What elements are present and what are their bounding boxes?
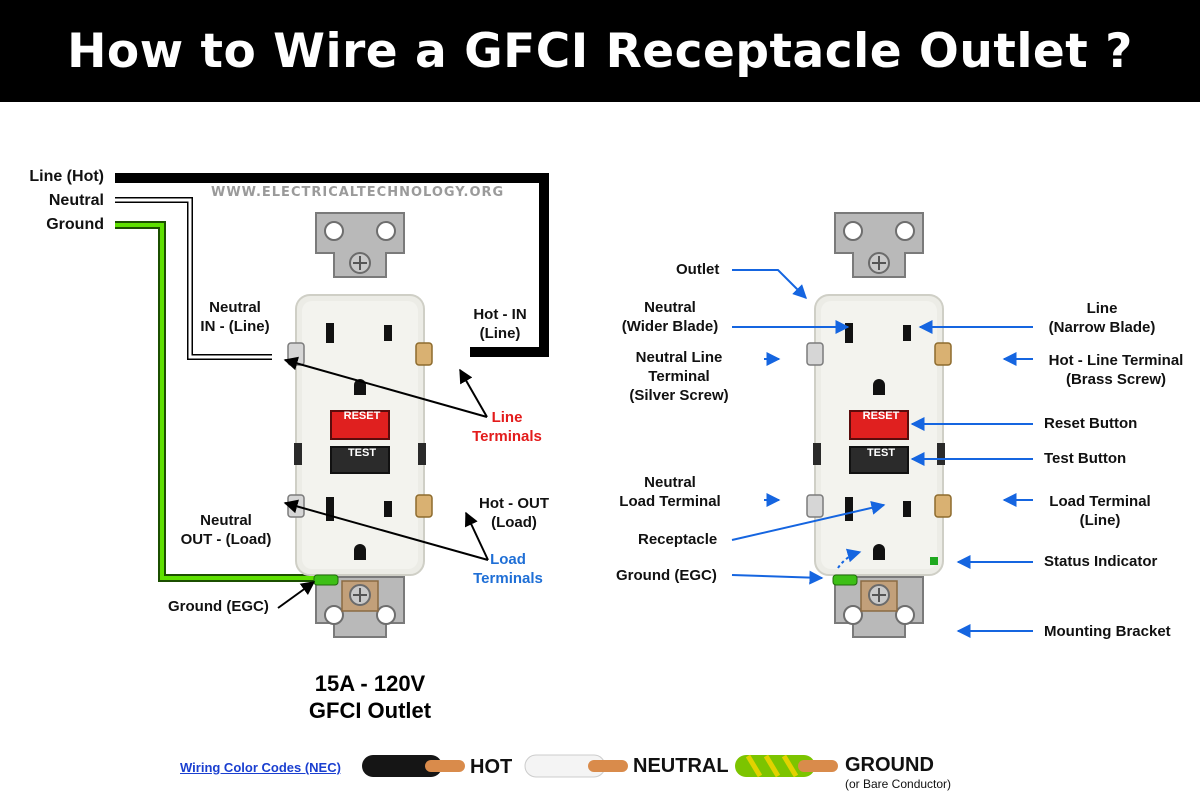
- ground-egc-label-left: Ground (EGC): [168, 598, 269, 615]
- reset-button-label: Reset Button: [1044, 415, 1138, 432]
- reset-label-right: RESET: [862, 410, 900, 422]
- load-terminal-label: Load Terminal(Line): [1049, 493, 1151, 529]
- neutral-blade-label: Neutral(Wider Blade): [621, 299, 719, 335]
- hot-line-terminal-label: Hot - Line Terminal(Brass Screw): [1048, 352, 1184, 388]
- wiring-diagram: [115, 173, 1033, 778]
- hot-in-label: Hot - IN(Line): [473, 306, 527, 342]
- legend-hot-label: HOT: [470, 756, 513, 778]
- title-banner: [0, 0, 1200, 102]
- rating-label: 15A - 120V: [314, 671, 426, 696]
- test-label-left: TEST: [347, 447, 377, 459]
- receptacle-label: Receptacle: [638, 531, 718, 548]
- line-blade-label: Line(Narrow Blade): [1048, 300, 1156, 336]
- status-indicator-label: Status Indicator: [1044, 553, 1158, 570]
- page-title: How to Wire a GFCI Receptacle Outlet ?: [67, 23, 1133, 79]
- legend-hot-wire: [362, 755, 465, 777]
- watermark: WWW.ELECTRICALTECHNOLOGY.ORG: [211, 185, 505, 200]
- outlet-label: Outlet: [676, 261, 720, 278]
- ground-egc-label-right: Ground (EGC): [616, 567, 717, 584]
- legend-neutral-wire: [524, 754, 628, 778]
- status-led: [930, 557, 938, 565]
- legend-neutral-label: NEUTRAL: [633, 755, 729, 777]
- hot-out-label: Hot - OUT(Load): [479, 495, 549, 531]
- legend-ground-sub: (or Bare Conductor): [845, 777, 952, 791]
- reset-label-left: RESET: [343, 410, 381, 422]
- wiring-color-codes-link[interactable]: Wiring Color Codes (NEC): [180, 760, 341, 775]
- legend-ground-label: GROUND: [845, 754, 934, 776]
- test-label-right: TEST: [866, 447, 896, 459]
- neutral-label: Neutral: [48, 192, 104, 209]
- hot-wire: [115, 173, 549, 357]
- gfci-outlet-left: [287, 212, 433, 638]
- ground-wire: [115, 221, 318, 582]
- test-button-label: Test Button: [1044, 450, 1127, 467]
- outlet-name-label: GFCI Outlet: [308, 698, 432, 723]
- neutral-wire: [115, 197, 272, 360]
- ground-wire-label: Ground: [46, 216, 104, 233]
- line-hot-label: Line (Hot): [29, 168, 104, 185]
- legend-ground-wire: [735, 754, 838, 778]
- mounting-bracket-label: Mounting Bracket: [1044, 623, 1171, 640]
